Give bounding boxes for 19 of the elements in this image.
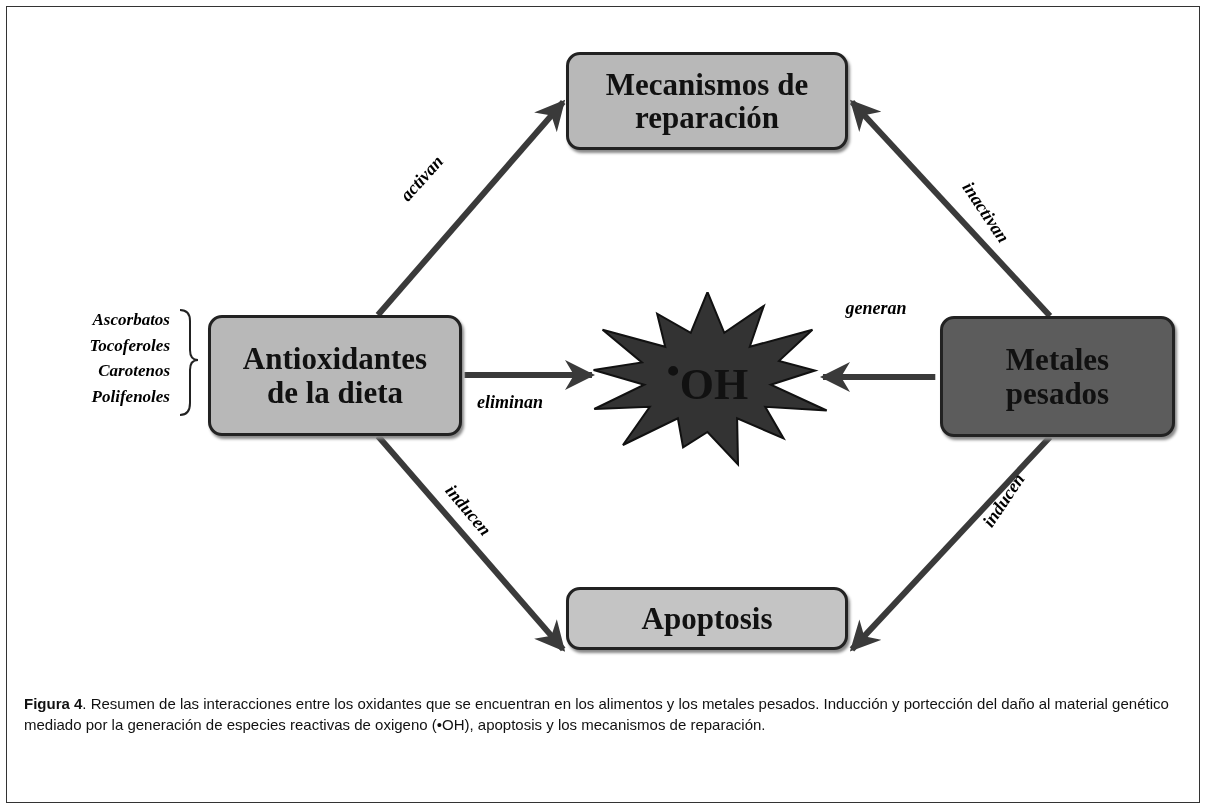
- arrow: [375, 99, 566, 317]
- edge-label: generan: [845, 297, 907, 319]
- node-label: Mecanismos de reparación: [604, 67, 810, 135]
- list-item: Carotenos: [97, 360, 170, 382]
- arrow: [375, 434, 566, 652]
- figure-caption: Figura 4. Resumen de las interacciones entre los oxidantes que se encuentran en los alimentos y los metales pesados. Inducción y portección del daño al material genético mediado por la generación de especies reactivas de oxigeno (•OH), apoptosis y los mecanismos de reparación.: [24, 694, 1170, 735]
- list-item: Polifenoles: [90, 385, 170, 408]
- arrow: [820, 362, 936, 393]
- process-box: [208, 315, 462, 436]
- process-box: [940, 316, 1175, 437]
- node-label: Metales pesados: [1004, 343, 1111, 410]
- list-item: Ascorbatos: [90, 309, 170, 331]
- edge-label: eliminan: [477, 391, 543, 413]
- node-label: Apoptosis: [640, 601, 774, 636]
- list-item: Tocoferoles: [89, 334, 170, 357]
- process-box: [566, 52, 848, 150]
- process-box: [566, 587, 848, 650]
- arrow: [464, 359, 595, 390]
- node-label: Antioxidantes de la dieta: [241, 342, 429, 409]
